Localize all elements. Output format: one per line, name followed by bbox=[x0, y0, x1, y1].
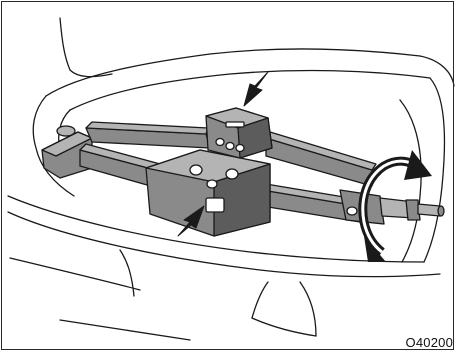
figure-code: O40200 bbox=[406, 336, 453, 349]
scissor-jack bbox=[42, 108, 444, 236]
down-arrow bbox=[244, 72, 268, 106]
crank-screw bbox=[380, 198, 444, 220]
jack-saddle bbox=[206, 108, 272, 158]
